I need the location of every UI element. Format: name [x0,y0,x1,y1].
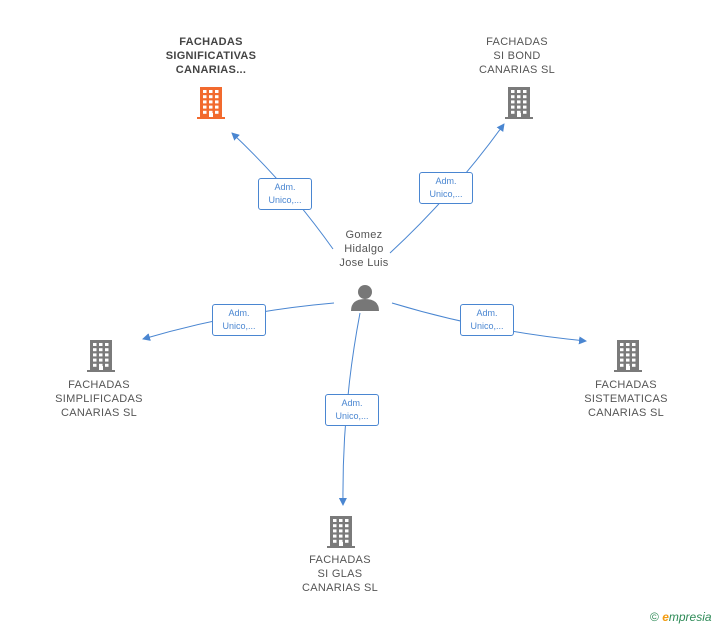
empresia-watermark: © empresia [650,610,712,624]
relation-role: Adm. [435,176,457,186]
building-icon-glas[interactable] [327,516,355,548]
relation-role: Adm. [341,398,363,408]
person-icon[interactable] [351,285,379,311]
brand-name: mpresia [668,610,712,624]
brand-e: e [662,610,669,624]
relation-role-detail: Unico,... [335,411,369,421]
company-label-sistematicas[interactable]: FACHADAS SISTEMATICAS CANARIAS SL [584,379,668,419]
company-label-significativas[interactable]: FACHADAS SIGNIFICATIVAS CANARIAS... [165,36,257,76]
relation-label-bond[interactable]: Adm. Unico,... [419,172,473,204]
building-icon-sistematicas[interactable] [614,340,642,372]
relation-role-detail: Unico,... [470,321,504,331]
relation-role: Adm. [228,308,250,318]
company-label-bond[interactable]: FACHADAS SI BOND CANARIAS SL [478,36,556,76]
relation-role-detail: Unico,... [222,321,256,331]
company-label-glas[interactable]: FACHADAS SI GLAS CANARIAS SL [301,554,379,594]
building-icon-simplificadas[interactable] [87,340,115,372]
relation-role-detail: Unico,... [429,189,463,199]
relation-role-detail: Unico,... [268,195,302,205]
relation-label-sistematicas[interactable]: Adm. Unico,... [460,304,514,336]
company-label-simplificadas[interactable]: FACHADAS SIMPLIFICADAS CANARIAS SL [55,379,143,419]
person-name-label[interactable]: Gomez Hidalgo Jose Luis [339,229,389,269]
copyright-icon: © [650,610,659,624]
relation-label-simplificadas[interactable]: Adm. Unico,... [212,304,266,336]
relation-role: Adm. [274,182,296,192]
relation-label-significativas[interactable]: Adm. Unico,... [258,178,312,210]
relation-label-glas[interactable]: Adm. Unico,... [325,394,379,426]
building-icon-significativas[interactable] [197,87,225,119]
building-icon-bond[interactable] [505,87,533,119]
relation-role: Adm. [476,308,498,318]
